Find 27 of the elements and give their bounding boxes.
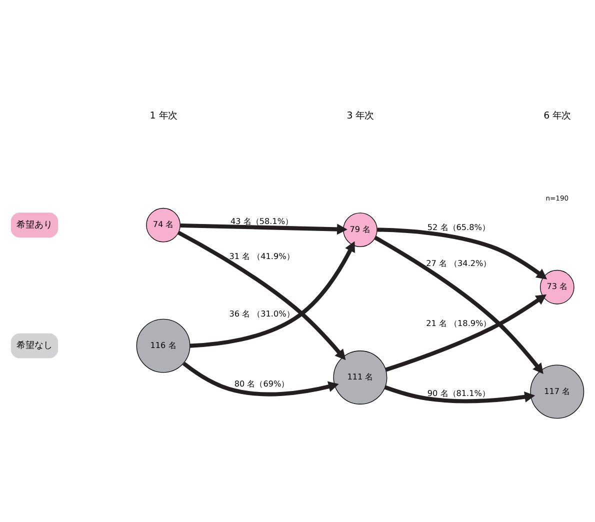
edge-label: 27 名 （34.2%） [426, 258, 492, 268]
arrow [178, 230, 346, 360]
edge-label: 52 名（65.8%） [427, 222, 490, 232]
node-box: 希望あり [10, 212, 58, 238]
arrow [190, 241, 355, 348]
node-circle: 111 名 [333, 350, 388, 404]
arrow [182, 362, 339, 396]
node-circle: 117 名 [530, 364, 584, 419]
label: 1 年次 [150, 110, 177, 122]
edge-label: 80 名（69%） [234, 378, 290, 389]
edge-label: 43 名（58.1%） [230, 216, 294, 226]
arrow [374, 236, 544, 374]
edge-label: 31 名 （41.9%） [229, 251, 294, 262]
arrow [377, 228, 548, 280]
label: 6 年次 [544, 110, 571, 122]
edge-label: 21 名 （18.9%） [426, 318, 492, 328]
edge-label: 36 名 （31.0%） [229, 308, 294, 319]
node-circle: 74 名 [146, 208, 180, 242]
arrow [180, 223, 348, 235]
node-circle: 73 名 [540, 270, 574, 304]
node-circle: 79 名 [343, 212, 378, 247]
arrow [384, 385, 536, 404]
edge-label: 90 名（81.1%） [427, 388, 490, 398]
arrow [385, 294, 547, 372]
label: 3 年次 [346, 110, 374, 122]
node-circle: 116 名 [136, 318, 190, 373]
node-box: 希望なし [10, 333, 58, 358]
